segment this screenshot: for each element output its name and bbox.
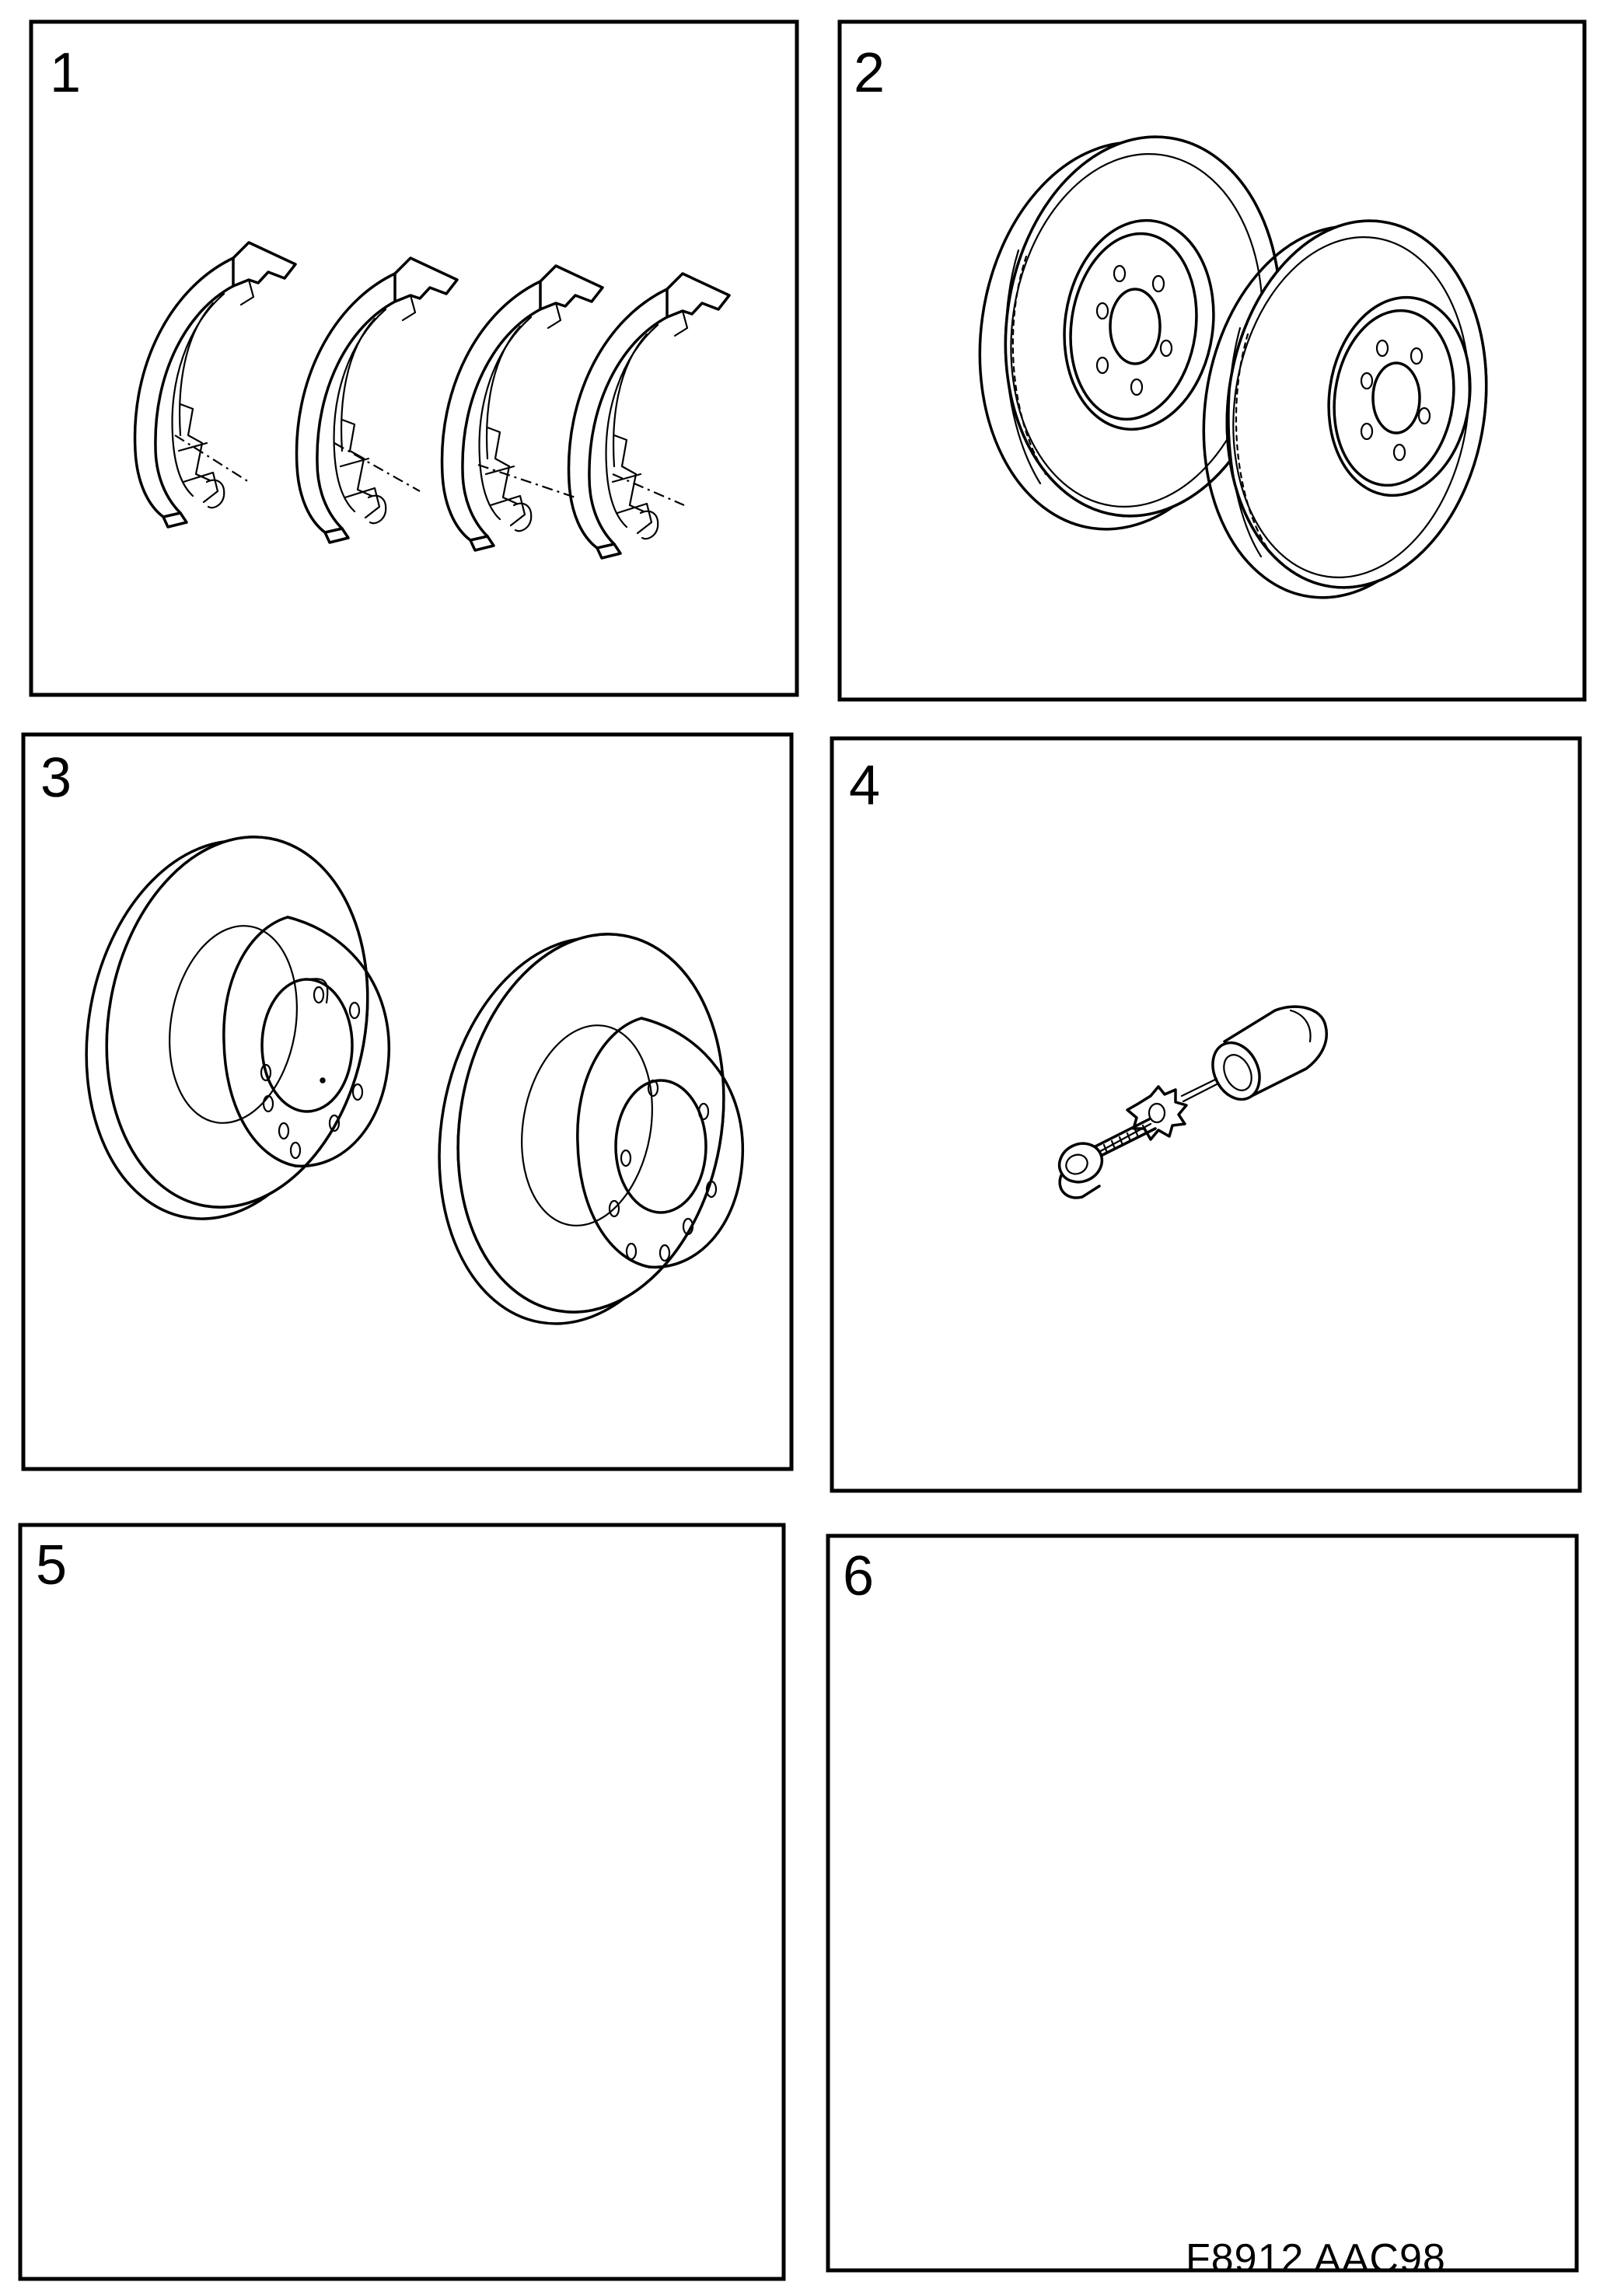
panel-2-frame: [837, 19, 1587, 702]
panel-4-number: 4: [849, 755, 880, 817]
panel-1-frame: [29, 19, 799, 697]
caliper-bolt-kit-icon: [1057, 1005, 1328, 1199]
panel-3-frame: [21, 732, 794, 1471]
panel-2-number: 2: [854, 42, 885, 104]
panel-3-number: 3: [40, 747, 72, 809]
panel-6-frame: [826, 1534, 1579, 2273]
panel-4-frame: [830, 736, 1582, 1493]
panel-5-frame: [18, 1523, 786, 2281]
solid-brake-discs-icon: [85, 836, 745, 1325]
ventilated-brake-discs-icon: [978, 135, 1488, 599]
panel-5-number: 5: [36, 1534, 67, 1596]
panel-6-number: 6: [843, 1545, 874, 1607]
panel-1-number: 1: [50, 42, 81, 104]
brake-shoes-icon: [133, 241, 731, 560]
figure-code: F8912 AAC98: [1186, 2236, 1446, 2281]
